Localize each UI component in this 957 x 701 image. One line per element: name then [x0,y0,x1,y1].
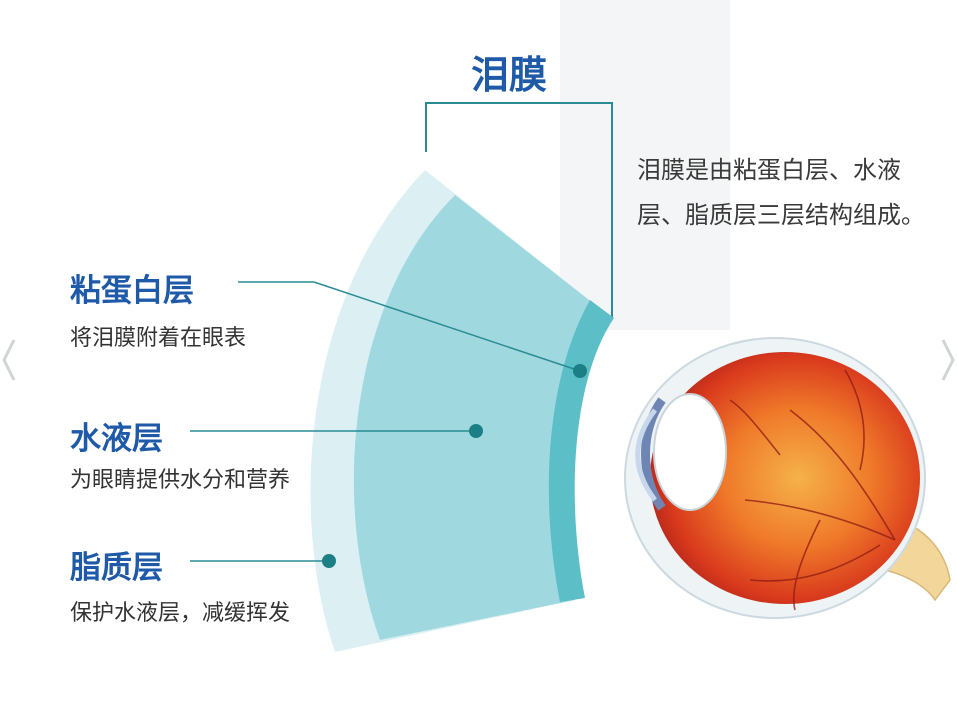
background-panel [560,0,730,330]
lipid-layer-desc: 保护水液层，减缓挥发 [70,601,291,626]
lipid-pointer-dot [322,554,336,568]
next-arrow-icon[interactable] [939,330,957,390]
mucin-layer-name: 粘蛋白层 [70,273,194,309]
diagram-title: 泪膜 [471,53,548,97]
aqueous-layer-band [353,195,612,640]
aqueous-layer-desc: 为眼睛提供水分和营养 [70,468,291,493]
intro-text: 泪膜是由粘蛋白层、水液层、脂质层三层结构组成。 [637,156,925,229]
prev-arrow-icon[interactable] [0,330,18,390]
lipid-layer-name: 脂质层 [70,550,163,586]
aqueous-layer-name: 水液层 [70,421,163,457]
mucin-layer-desc: 将泪膜附着在眼表 [70,326,247,351]
eyeball-illustration [605,332,951,632]
mucin-layer-band [548,300,614,602]
mucin-leader-diagonal [313,281,581,372]
mucin-pointer-dot [573,364,587,378]
title-bracket [425,102,613,318]
aqueous-pointer-dot [469,424,483,438]
